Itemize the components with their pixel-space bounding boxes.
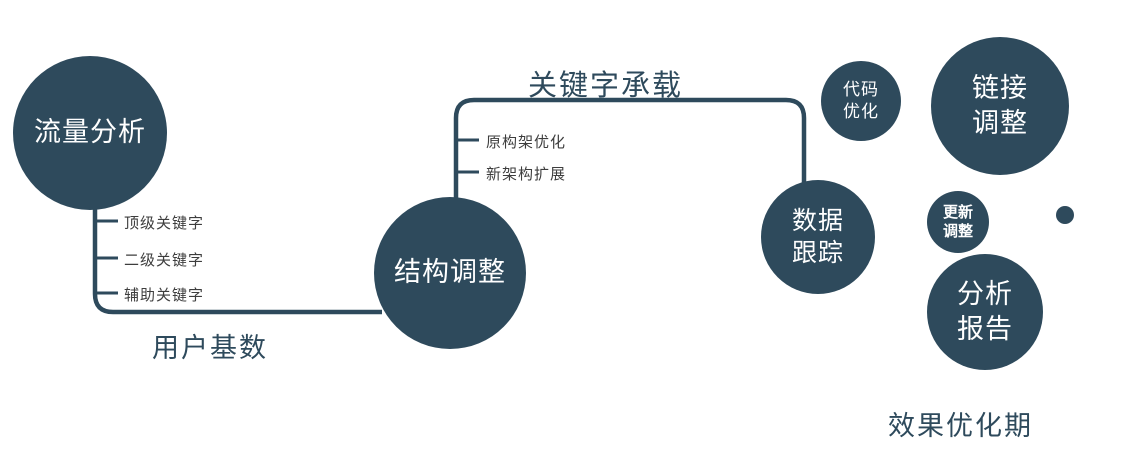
node-structure-adjust: 结构调整 bbox=[374, 197, 526, 349]
branch-ticks-left bbox=[95, 219, 118, 295]
node-link-adjust: 链接 调整 bbox=[931, 37, 1069, 175]
branch-label-aux-keywords: 辅助关键字 bbox=[124, 287, 205, 304]
edge-label-keyword-carry: 关键字承载 bbox=[528, 70, 684, 102]
node-data-tracking: 数据 跟踪 bbox=[761, 180, 875, 294]
node-traffic-analysis: 流量分析 bbox=[13, 56, 167, 210]
connector-right bbox=[453, 97, 807, 203]
branch-label-top-keywords: 顶级关键字 bbox=[124, 215, 205, 232]
branch-ticks-middle bbox=[456, 138, 479, 174]
node-update-adjust: 更新 调整 bbox=[927, 191, 989, 253]
branch-label-second-keywords: 二级关键字 bbox=[124, 252, 205, 269]
edge-label-user-base: 用户基数 bbox=[152, 333, 268, 363]
node-analysis-report: 分析 报告 bbox=[927, 254, 1043, 370]
branch-label-new-framework: 新架构扩展 bbox=[486, 166, 567, 183]
bullet-dot bbox=[1056, 206, 1074, 224]
branch-label-original-framework: 原构架优化 bbox=[486, 134, 567, 151]
node-code-optimization: 代码 优化 bbox=[821, 61, 901, 141]
edge-label-effect-period: 效果优化期 bbox=[888, 411, 1033, 441]
